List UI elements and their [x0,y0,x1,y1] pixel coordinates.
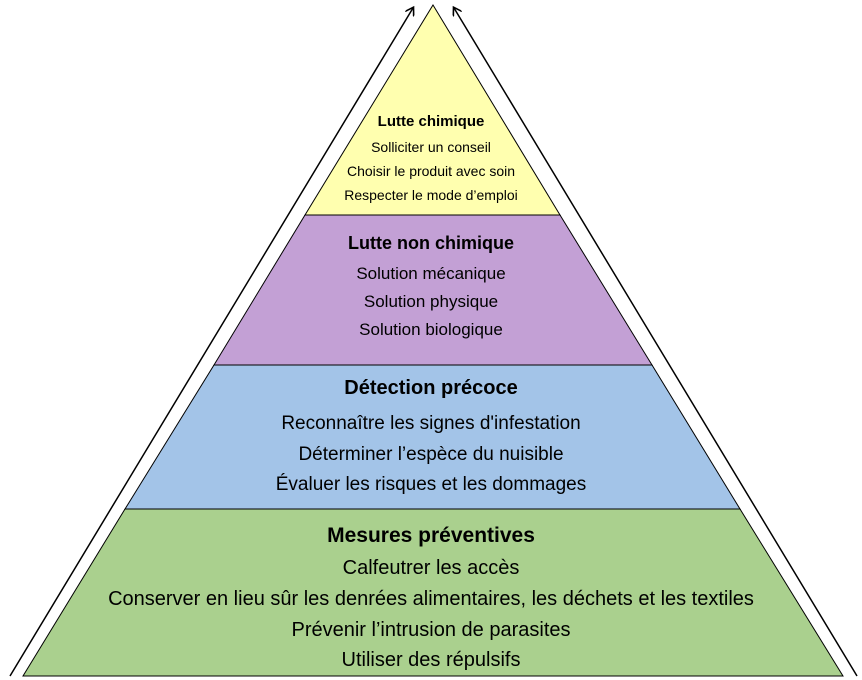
right-arrow [454,8,858,677]
pyramid-level-prevention [22,508,844,677]
level-3-item-3: Évaluer les risques et les dommages [275,474,587,495]
level-2-title: Lutte non chimique [348,233,514,253]
level-4-item-3: Prévenir l’intrusion de parasites [291,619,571,641]
level-4-title: Mesures préventives [327,524,535,547]
level-2-item-3: Solution biologique [359,320,503,339]
level-1-item-3: Respecter le mode d’emploi [344,187,518,203]
level-4-item-1: Calfeutrer les accès [342,557,520,579]
level-3-item-2: Déterminer l’espèce du nuisible [298,444,564,465]
level-3-title: Détection précoce [344,377,518,399]
level-1-item-2: Choisir le produit avec soin [346,163,516,179]
level-1-item-1: Solliciter un conseil [371,139,491,155]
level-3-item-1: Reconnaître les signes d'infestation [281,413,581,434]
pyramid-level-chemical [304,4,561,216]
level-2-item-1: Solution mécanique [356,264,506,283]
level-2-item-2: Solution physique [363,292,499,311]
level-1-title: Lutte chimique [377,113,485,130]
left-arrow [9,8,413,677]
level-4-item-4: Utiliser des répulsifs [341,649,521,671]
level-4-item-2: Conserver en lieu sûr les denrées alimen… [108,588,754,610]
